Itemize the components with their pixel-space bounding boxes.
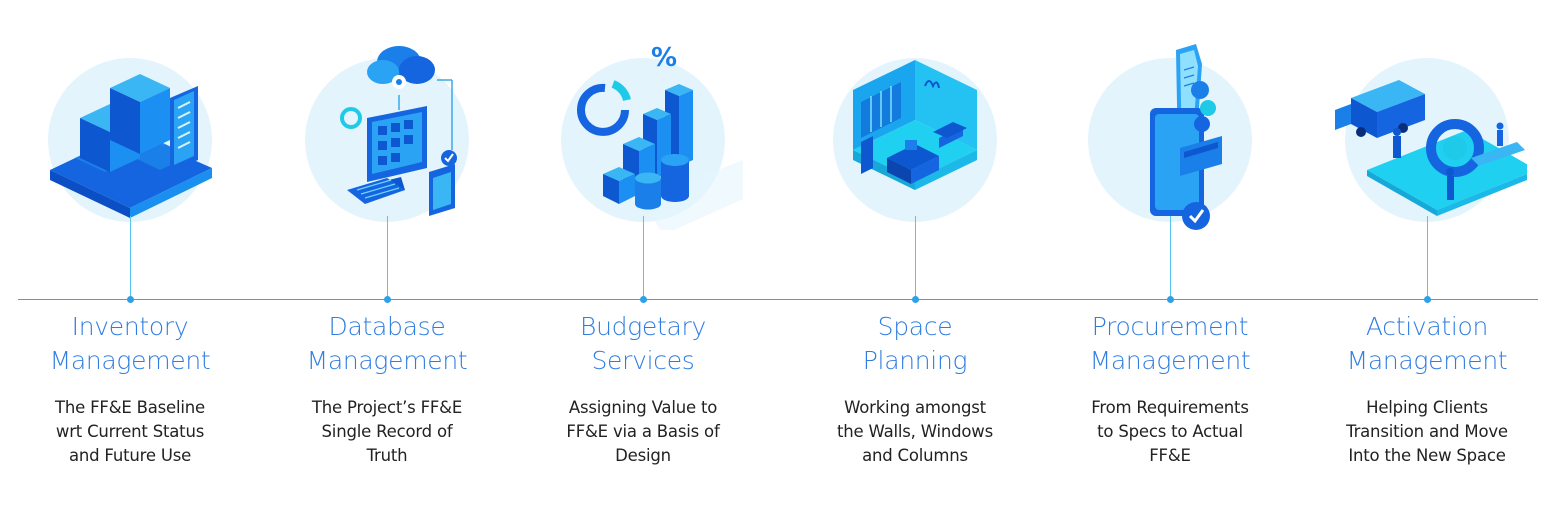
timeline-dot bbox=[126, 296, 134, 303]
timeline-dot bbox=[639, 296, 647, 303]
timeline-dot bbox=[911, 296, 919, 303]
connector-line bbox=[129, 216, 131, 300]
timeline-line bbox=[18, 299, 1538, 300]
timeline-dot bbox=[1166, 296, 1174, 303]
moving-truck-icon bbox=[1335, 80, 1527, 216]
connector-line bbox=[386, 216, 388, 300]
connector-line bbox=[914, 216, 916, 300]
timeline-dot bbox=[383, 296, 391, 303]
phone-receipt-payment-icon bbox=[1150, 44, 1222, 230]
database-cloud-computer-icon bbox=[340, 46, 457, 216]
budget-chart-coins-icon: % bbox=[577, 43, 743, 230]
svg-text:%: % bbox=[651, 43, 677, 73]
timeline-dot bbox=[1423, 296, 1431, 303]
connector-line bbox=[1426, 216, 1428, 300]
inventory-pallet-icon bbox=[50, 74, 212, 218]
connector-line bbox=[642, 216, 644, 300]
office-room-icon bbox=[853, 60, 977, 190]
connector-line bbox=[1169, 216, 1171, 300]
